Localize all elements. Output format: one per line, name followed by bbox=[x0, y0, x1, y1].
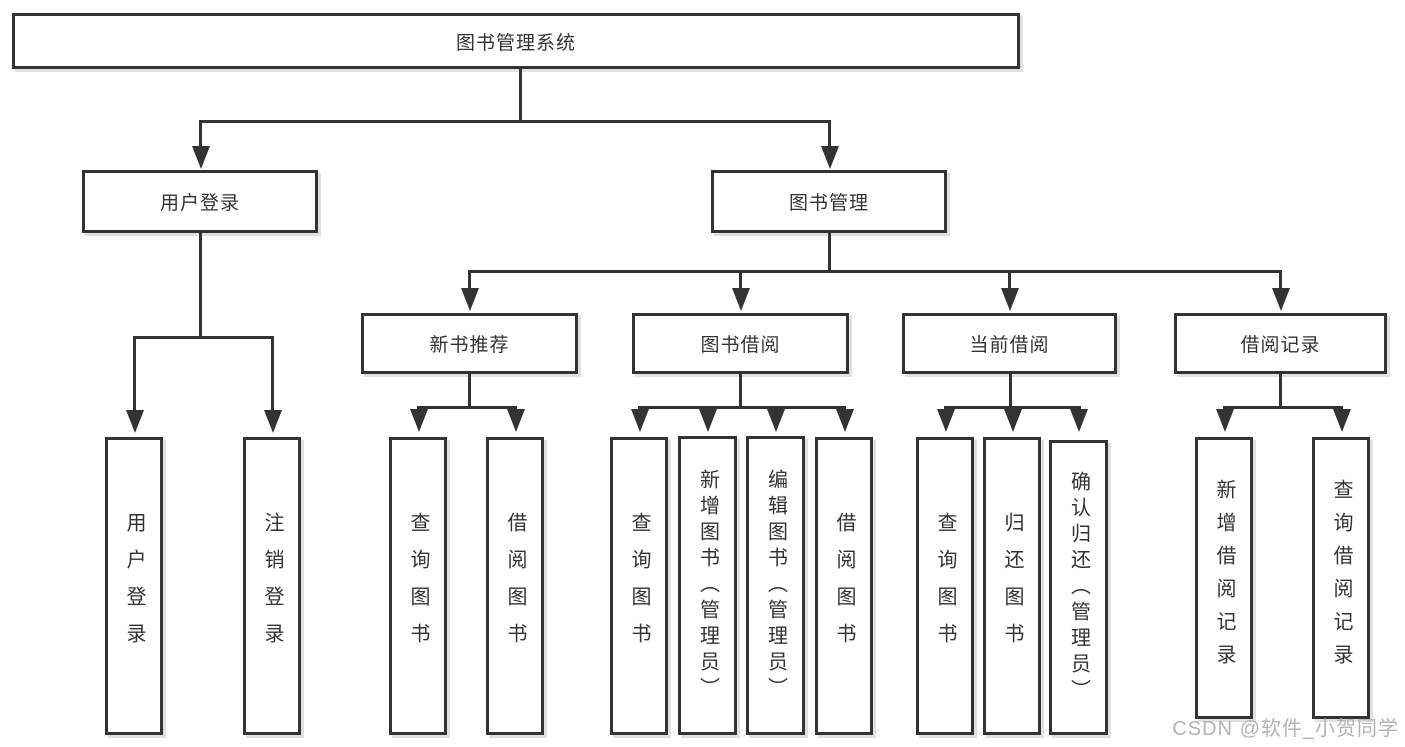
arrow-book-management bbox=[821, 146, 839, 169]
connector-user-login-drop bbox=[199, 120, 202, 147]
leaf-nb-query-book-label: 查询图书 bbox=[407, 512, 429, 660]
node-borrow-records: 借阅记录 bbox=[1174, 313, 1387, 374]
leaf-cb-confirm-return-admin-label: 确认归还（管理员） bbox=[1067, 470, 1090, 705]
leaf-bb-borrow-book-label: 借阅图书 bbox=[833, 512, 855, 660]
arrow-bb-edit-book bbox=[767, 409, 785, 432]
node-root: 图书管理系统 bbox=[12, 13, 1020, 69]
leaf-nb-borrow-book: 借阅图书 bbox=[486, 437, 544, 735]
connector-book-borrow-drop bbox=[739, 270, 742, 289]
leaf-cb-query-book-label: 查询图书 bbox=[934, 512, 956, 660]
arrow-user-login bbox=[192, 146, 210, 169]
leaf-user-login-label: 用户登录 bbox=[123, 512, 145, 660]
arrow-leaf-user-login bbox=[126, 410, 144, 433]
connector-book-management-bus bbox=[468, 270, 1282, 273]
connector-current-borrow-drop bbox=[1008, 270, 1011, 289]
leaf-logout: 注销登录 bbox=[243, 437, 301, 735]
arrow-bb-add-book bbox=[699, 409, 717, 432]
arrow-new-book-recommend bbox=[461, 288, 479, 311]
leaf-nb-borrow-book-label: 借阅图书 bbox=[504, 512, 526, 660]
connector-book-borrow-stem bbox=[739, 374, 742, 406]
arrow-current-borrow bbox=[1001, 288, 1019, 311]
leaf-br-query-record-label: 查询借阅记录 bbox=[1330, 479, 1352, 677]
leaf-cb-confirm-return-admin: 确认归还（管理员） bbox=[1049, 440, 1108, 735]
connector-new-book-bus bbox=[417, 406, 517, 409]
node-new-book-recommend-label: 新书推荐 bbox=[429, 335, 510, 356]
leaf-bb-borrow-book: 借阅图书 bbox=[815, 437, 873, 735]
leaf-nb-query-book: 查询图书 bbox=[389, 437, 447, 735]
arrow-cb-confirm-return bbox=[1070, 409, 1088, 432]
node-book-management: 图书管理 bbox=[711, 170, 947, 233]
connector-current-borrow-stem bbox=[1009, 374, 1012, 406]
arrow-borrow-records bbox=[1272, 288, 1290, 311]
arrow-br-add-record bbox=[1216, 409, 1234, 432]
node-book-management-label: 图书管理 bbox=[788, 193, 869, 214]
node-user-login-label: 用户登录 bbox=[159, 193, 240, 214]
node-current-borrow-label: 当前借阅 bbox=[969, 335, 1050, 356]
connector-user-login-stem bbox=[199, 233, 202, 336]
node-book-borrow: 图书借阅 bbox=[632, 313, 849, 374]
arrow-cb-query-book bbox=[937, 409, 955, 432]
leaf-cb-return-book: 归还图书 bbox=[983, 437, 1041, 735]
leaf-br-query-record: 查询借阅记录 bbox=[1312, 437, 1370, 719]
arrow-nb-borrow-book bbox=[507, 409, 525, 432]
connector-leaf-logout-drop bbox=[271, 336, 274, 411]
leaf-bb-query-book-label: 查询图书 bbox=[628, 512, 650, 660]
leaf-user-login: 用户登录 bbox=[105, 437, 163, 735]
connector-new-book-drop bbox=[468, 270, 471, 289]
connector-borrow-records-drop bbox=[1279, 270, 1282, 289]
node-current-borrow: 当前借阅 bbox=[902, 313, 1117, 374]
arrow-nb-query-book bbox=[410, 409, 428, 432]
arrow-leaf-logout bbox=[264, 410, 282, 433]
node-root-label: 图书管理系统 bbox=[455, 32, 576, 54]
node-book-borrow-label: 图书借阅 bbox=[700, 335, 781, 356]
connector-book-borrow-bus bbox=[638, 406, 846, 409]
leaf-bb-add-book-admin-label: 新增图书（管理员） bbox=[696, 468, 719, 703]
connector-new-book-stem bbox=[468, 374, 471, 406]
leaf-bb-edit-book-admin-label: 编辑图书（管理员） bbox=[764, 468, 787, 703]
connector-borrow-records-bus bbox=[1223, 406, 1343, 409]
leaf-bb-add-book-admin: 新增图书（管理员） bbox=[678, 436, 737, 735]
connector-root-stem bbox=[519, 68, 522, 120]
node-new-book-recommend: 新书推荐 bbox=[361, 313, 578, 374]
node-user-login: 用户登录 bbox=[82, 170, 318, 233]
arrow-bb-query-book bbox=[631, 409, 649, 432]
connector-leaf-user-login-drop bbox=[133, 336, 136, 411]
node-borrow-records-label: 借阅记录 bbox=[1240, 335, 1321, 356]
leaf-br-add-record-label: 新增借阅记录 bbox=[1213, 479, 1235, 677]
arrow-br-query-record bbox=[1333, 409, 1351, 432]
connector-current-borrow-bus bbox=[944, 406, 1081, 409]
arrow-bb-borrow-book bbox=[836, 409, 854, 432]
connector-user-login-bus bbox=[133, 336, 274, 339]
connector-root-bus bbox=[199, 120, 831, 123]
leaf-cb-query-book: 查询图书 bbox=[916, 437, 974, 735]
leaf-logout-label: 注销登录 bbox=[261, 512, 283, 660]
connector-borrow-records-stem bbox=[1279, 374, 1282, 406]
arrow-cb-return-book bbox=[1004, 409, 1022, 432]
arrow-book-borrow bbox=[732, 288, 750, 311]
leaf-cb-return-book-label: 归还图书 bbox=[1001, 512, 1023, 660]
leaf-bb-query-book: 查询图书 bbox=[610, 437, 668, 735]
connector-book-management-drop bbox=[828, 120, 831, 147]
leaf-br-add-record: 新增借阅记录 bbox=[1195, 437, 1253, 719]
connector-book-management-stem bbox=[828, 233, 831, 270]
leaf-bb-edit-book-admin: 编辑图书（管理员） bbox=[746, 436, 805, 735]
